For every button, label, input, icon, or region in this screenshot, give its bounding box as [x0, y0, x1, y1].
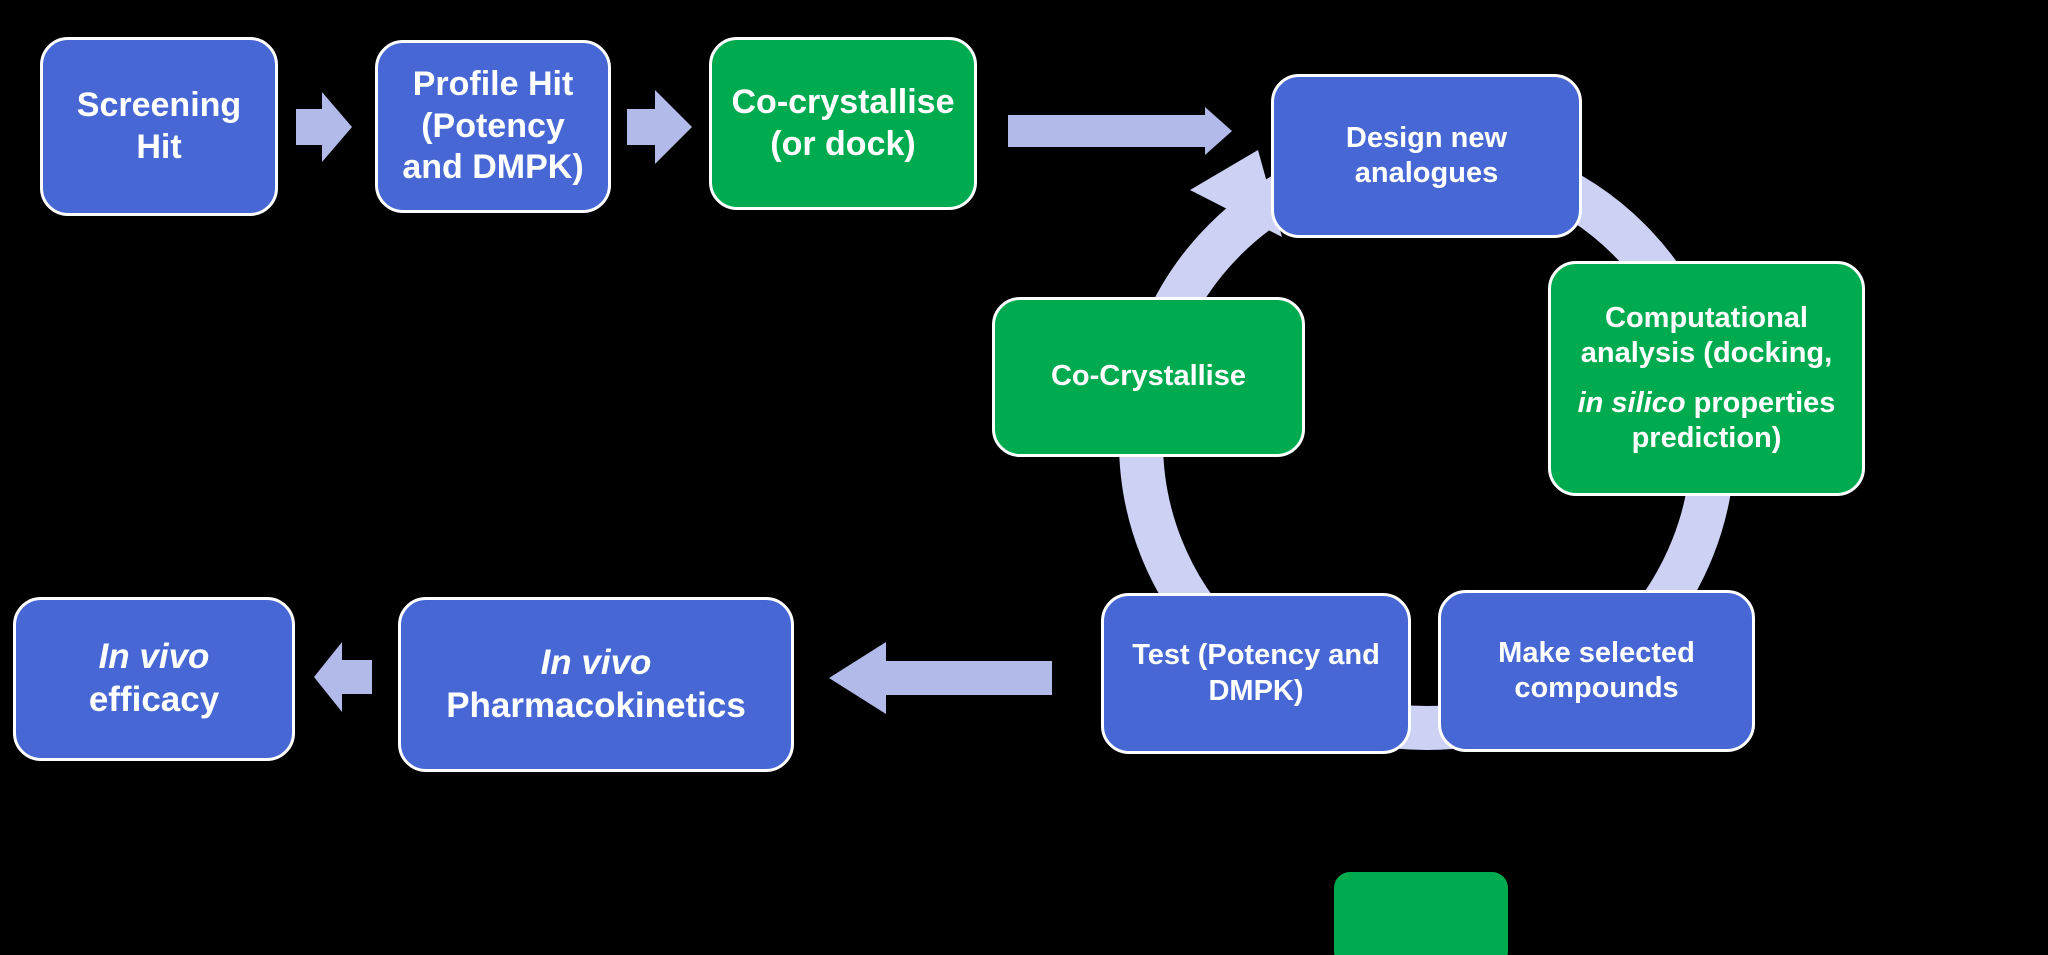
arrow-screening-to-profile-icon: [296, 92, 352, 162]
arrow-pharmacokinetics-to-efficacy-icon: [314, 642, 372, 712]
node-label: Design new analogues: [1345, 121, 1508, 189]
cycle-arrowhead-icon: [1190, 150, 1282, 237]
node-label: In vivo efficacy: [89, 636, 219, 721]
node-label: Co-crystallise (or dock): [731, 83, 955, 163]
node-label: In vivo Pharmacokinetics: [446, 642, 746, 727]
arrow-test-to-pharmacokinetics-icon: [829, 642, 1052, 714]
node-profile-hit: Profile Hit (Potency and DMPK): [375, 40, 611, 213]
node-label: Profile Hit (Potency and DMPK): [402, 65, 584, 187]
legend-swatch: [1334, 872, 1508, 955]
node-label: Co-Crystallise: [1050, 360, 1246, 393]
italic-text: in silico: [1577, 386, 1686, 419]
italic-text: In vivo: [98, 637, 210, 677]
node-test-potency-dmpk: Test (Potency and DMPK): [1101, 593, 1411, 754]
plain-text: efficacy: [88, 680, 220, 719]
node-in-vivo-pharmacokinetics: In vivo Pharmacokinetics: [398, 597, 794, 772]
plain-text: properties prediction): [1631, 386, 1836, 454]
node-label: Computational analysis (docking, in sili…: [1569, 301, 1844, 457]
node-label-line: Computational analysis (docking,: [1580, 301, 1833, 370]
node-make-selected-compounds: Make selected compounds: [1438, 590, 1755, 752]
node-computational-analysis: Computational analysis (docking, in sili…: [1548, 261, 1865, 496]
plain-text: Pharmacokinetics: [446, 685, 746, 725]
node-label-line: in silico properties prediction): [1569, 386, 1844, 457]
node-design-new-analogues: Design new analogues: [1271, 74, 1582, 238]
arrow-profile-to-cocrystallise-icon: [627, 90, 692, 164]
node-label: Screening Hit: [76, 86, 242, 166]
node-screening-hit: Screening Hit: [40, 37, 278, 216]
node-co-crystallise-or-dock: Co-crystallise (or dock): [709, 37, 977, 210]
node-label: Test (Potency and DMPK): [1132, 639, 1380, 707]
node-co-crystallise: Co-Crystallise: [992, 297, 1305, 457]
italic-text: In vivo: [540, 642, 652, 682]
arrow-cocrystallise-to-design-icon: [1008, 107, 1232, 155]
node-in-vivo-efficacy: In vivo efficacy: [13, 597, 295, 761]
node-label: Make selected compounds: [1498, 636, 1695, 704]
